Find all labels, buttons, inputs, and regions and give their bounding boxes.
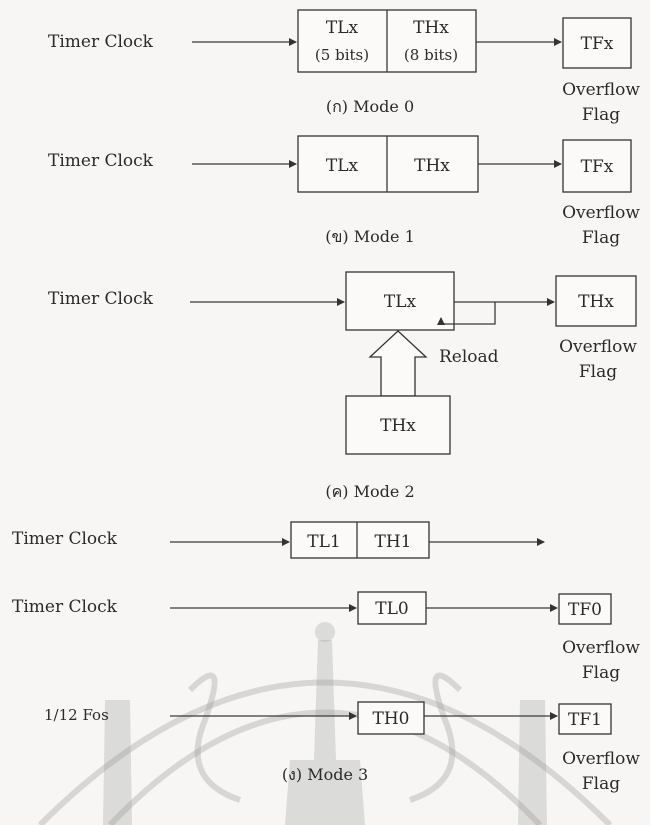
- mode1-tlx-label: TLx: [326, 156, 359, 176]
- mode3-timer1-clock-label: Timer Clock: [12, 529, 118, 549]
- mode3-fos-label: 1/12 Fos: [44, 706, 109, 724]
- mode2-timer-clock-label: Timer Clock: [48, 289, 154, 309]
- mode0-thx-bits: (8 bits): [404, 46, 458, 64]
- mode3-tf0-label: TF0: [568, 600, 602, 620]
- mode1-thx-label: THx: [414, 156, 450, 176]
- mode3-th1-label: TH1: [375, 532, 412, 552]
- mode3-timer0-clock-label: Timer Clock: [12, 597, 118, 617]
- mode2-thx-out-label: THx: [578, 292, 614, 312]
- mode0-flag-label: Flag: [582, 105, 620, 125]
- mode3-tf1-flag-label: Flag: [582, 774, 620, 794]
- mode2-reload-label: Reload: [439, 347, 499, 367]
- mode0-tfx-label: TFx: [581, 34, 614, 54]
- mode0-overflow-label: Overflow: [562, 80, 640, 100]
- mode1-caption: (ข) Mode 1: [325, 227, 415, 246]
- watermark-seal: [40, 622, 610, 825]
- mode2-caption: (ค) Mode 2: [325, 482, 414, 501]
- mode3-th0-label: TH0: [373, 709, 410, 729]
- mode1-overflow-label: Overflow: [562, 203, 640, 223]
- mode3-tf1-overflow-label: Overflow: [562, 749, 640, 769]
- mode0-section: Timer Clock TLx (5 bits) THx (8 bits) TF…: [48, 10, 640, 125]
- mode2-flag-label: Flag: [579, 362, 617, 382]
- mode1-flag-label: Flag: [582, 228, 620, 248]
- mode2-section: Timer Clock TLx Reload THx Overflow Flag…: [48, 272, 637, 501]
- mode0-timer-clock-label: Timer Clock: [48, 32, 154, 52]
- mode1-timer-clock-label: Timer Clock: [48, 151, 154, 171]
- mode1-tfx-label: TFx: [581, 157, 614, 177]
- mode0-thx-label: THx: [413, 18, 449, 38]
- mode0-tlx-label: TLx: [326, 18, 359, 38]
- mode3-tl1-label: TL1: [307, 532, 340, 552]
- mode2-overflow-label: Overflow: [559, 337, 637, 357]
- mode3-tl0-label: TL0: [375, 599, 408, 619]
- mode2-thx-reload-label: THx: [380, 416, 416, 436]
- mode3-tf0-flag-label: Flag: [582, 663, 620, 683]
- mode0-tlx-bits: (5 bits): [315, 46, 369, 64]
- mode3-caption: (ง) Mode 3: [282, 765, 368, 784]
- mode3-tf1-label: TF1: [568, 710, 602, 730]
- mode0-caption: (ก) Mode 0: [326, 97, 414, 116]
- mode1-section: Timer Clock TLx THx TFx Overflow Flag (ข…: [48, 136, 640, 248]
- mode2-load-arrow: [370, 331, 426, 396]
- mode2-tlx-label: TLx: [384, 292, 417, 312]
- mode3-tf0-overflow-label: Overflow: [562, 638, 640, 658]
